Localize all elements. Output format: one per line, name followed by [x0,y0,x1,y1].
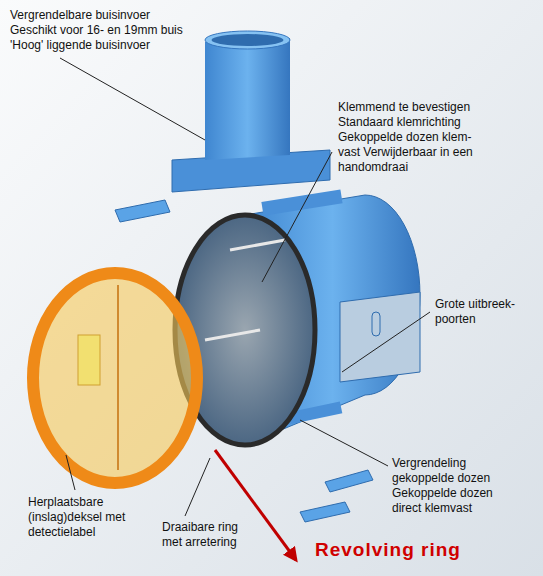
callout-label: Vergrendeling gekoppelde dozen Gekoppeld… [392,456,500,516]
callout-label: Draaibare ring met arretering [162,520,254,550]
callout-label: Grote uitbreek- poorten [435,297,530,327]
highlight-label: Revolving ring [315,538,525,562]
callout-label: Herplaatsbare (inslag)deksel met detecti… [28,495,132,540]
clip-part [325,470,373,492]
box-body [175,190,420,445]
clip-part [115,200,170,222]
tube-entry [172,31,330,192]
callout-label: Klemmend te bevestigen Standaard klemric… [338,100,493,175]
cover-lid [33,273,197,483]
callout-label: Vergrendelbare buisinvoer Geschikt voor … [10,8,200,53]
clip-part [300,502,350,522]
